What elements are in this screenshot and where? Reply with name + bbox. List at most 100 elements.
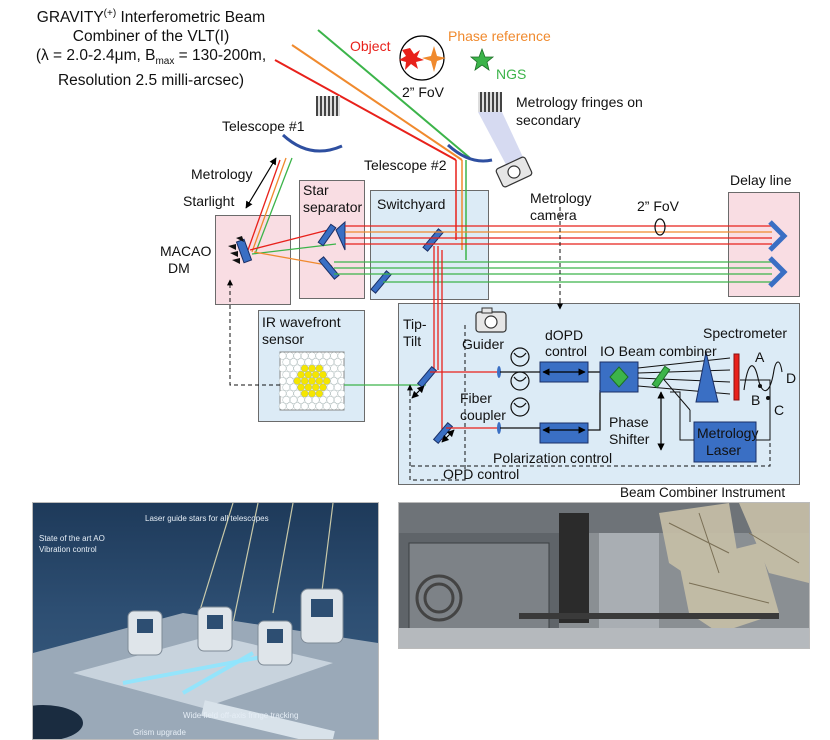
lenslet: [293, 402, 302, 410]
lenslet: [337, 364, 346, 373]
delay-line-beams: [334, 225, 772, 283]
lenslet: [333, 370, 342, 379]
lenslet: [330, 352, 338, 360]
macao-box: [215, 215, 291, 305]
label-guider: Guider: [462, 336, 505, 352]
label-coupler: coupler: [460, 407, 506, 423]
caption-wide-field: Wide field off-axis fringe tracking: [183, 711, 299, 720]
phase-reference-star-icon: [422, 46, 446, 72]
label-separator: separator: [303, 199, 363, 215]
lenslet: [330, 389, 338, 398]
telescope2-mirror: [446, 143, 493, 163]
lenslet: [308, 389, 316, 398]
metrology-cone: [478, 112, 528, 172]
lenslet: [297, 358, 305, 366]
label-metrology-camera-1: Metrology: [530, 190, 592, 206]
lenslet: [337, 402, 346, 410]
label-metrology-laser-1: Metrology: [697, 425, 759, 441]
label-metrology-fringes: Metrology fringes on: [516, 94, 643, 110]
star-separator-box: [299, 180, 365, 299]
lenslet: [289, 370, 298, 379]
lenslet: [282, 383, 291, 392]
lenslet: [319, 383, 327, 392]
lenslet: [333, 396, 342, 404]
lenslet: [311, 383, 320, 392]
label-fov-top: 2” FoV: [402, 84, 445, 100]
lenslet: [315, 364, 324, 373]
fov-ellipse: [654, 218, 666, 236]
telescope1-mirror: [281, 133, 343, 153]
lenslet: [286, 402, 294, 410]
label-beam-combiner-instrument: Beam Combiner Instrument: [620, 485, 786, 500]
lenslet: [330, 377, 338, 385]
lenslet: [278, 402, 287, 410]
caption-state-of-art-ao: State of the art AO: [39, 534, 105, 543]
label-telescope1: Telescope #1: [222, 118, 305, 134]
lenslet: [333, 358, 342, 366]
lenslet: [286, 352, 294, 360]
lenslet: [304, 383, 313, 392]
caption-vibration-control: Vibration control: [39, 545, 97, 554]
lenslet: [304, 358, 313, 366]
label-macao: MACAO: [160, 243, 212, 259]
caption-grism-upgrade: Grism upgrade: [133, 728, 186, 737]
label-tilt: Tilt: [403, 333, 422, 349]
lenslet: [293, 389, 302, 398]
label-delay-line: Delay line: [730, 172, 792, 188]
vlt-platform-image: Laser guide stars for all telescopes Sta…: [32, 502, 379, 740]
label-ir-wavefront-2: sensor: [262, 331, 305, 347]
label-shifter: Shifter: [609, 431, 650, 447]
lenslet: [330, 364, 338, 373]
object-icon: [399, 48, 424, 70]
dm-beams: [247, 157, 337, 267]
label-phase: Phase: [609, 414, 649, 430]
lenslet: [300, 377, 309, 385]
lenslet: [322, 364, 331, 373]
lenslet: [322, 402, 331, 410]
label-fov-mid: 2” FoV: [637, 198, 680, 214]
lenslet: [326, 358, 335, 366]
label-ngs: NGS: [496, 66, 527, 82]
lenslet: [304, 396, 313, 404]
label-phase-reference: Phase reference: [448, 28, 551, 44]
lenslet: [319, 396, 327, 404]
label-io-beam-combiner: IO Beam combiner: [600, 343, 717, 359]
diagram-title: GRAVITY(+) Interferometric Beam Combiner…: [35, 8, 267, 90]
label-dm: DM: [168, 260, 190, 276]
label-metrology-laser-2: Laser: [706, 442, 742, 458]
dm-actuators-icon: [228, 236, 244, 264]
lenslet: [282, 396, 291, 404]
label-star: Star: [303, 182, 329, 198]
lenslet: [315, 389, 324, 398]
label-tip: Tip-: [403, 316, 427, 332]
label-polarization-control: Polarization control: [493, 450, 613, 466]
lenslet: [311, 396, 320, 404]
label-secondary: secondary: [516, 112, 581, 128]
lenslet: [311, 358, 320, 366]
lenslet: [333, 383, 342, 392]
label-output-b: B: [751, 392, 761, 408]
label-spectrometer: Spectrometer: [703, 325, 788, 341]
beam-combiner-instrument-illustration: [399, 503, 809, 648]
incoming-beams: [274, 29, 471, 161]
guider-camera-icon: [475, 307, 507, 333]
fringes-icon-secondary: [478, 92, 502, 112]
lenslet: [282, 370, 291, 379]
lenslet: [293, 377, 302, 385]
lenslet: [311, 370, 320, 379]
label-output-a: A: [755, 349, 765, 365]
lenslet: [322, 389, 331, 398]
lenslet: [293, 352, 302, 360]
label-starlight: Starlight: [183, 193, 235, 209]
lenslet: [286, 364, 294, 373]
label-object: Object: [350, 38, 391, 54]
label-ir-wavefront-1: IR wavefront: [262, 314, 341, 330]
lenslet: [308, 364, 316, 373]
label-dopd-control: control: [545, 343, 588, 359]
lenslet: [282, 358, 291, 366]
label-switchyard: Switchyard: [377, 196, 446, 212]
lenslet: [308, 402, 316, 410]
caption-laser-guide-stars: Laser guide stars for all telescopes: [145, 514, 269, 523]
lenslet: [300, 402, 309, 410]
